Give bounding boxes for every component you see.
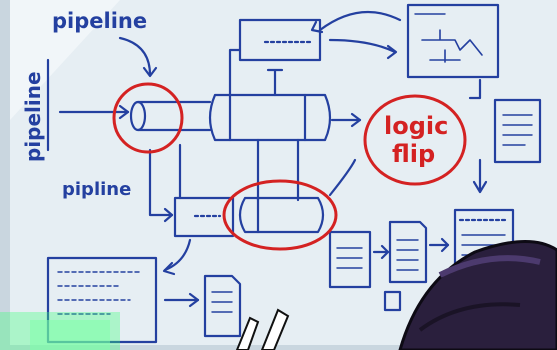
label-pipline: pipline	[62, 179, 131, 200]
label-flip: flip	[392, 140, 435, 168]
label-pipeline-vertical: pipeline	[21, 71, 45, 162]
label-logic: logic	[384, 112, 448, 140]
neon-glow	[0, 312, 120, 350]
label-pipeline-top: pipeline	[52, 9, 147, 33]
